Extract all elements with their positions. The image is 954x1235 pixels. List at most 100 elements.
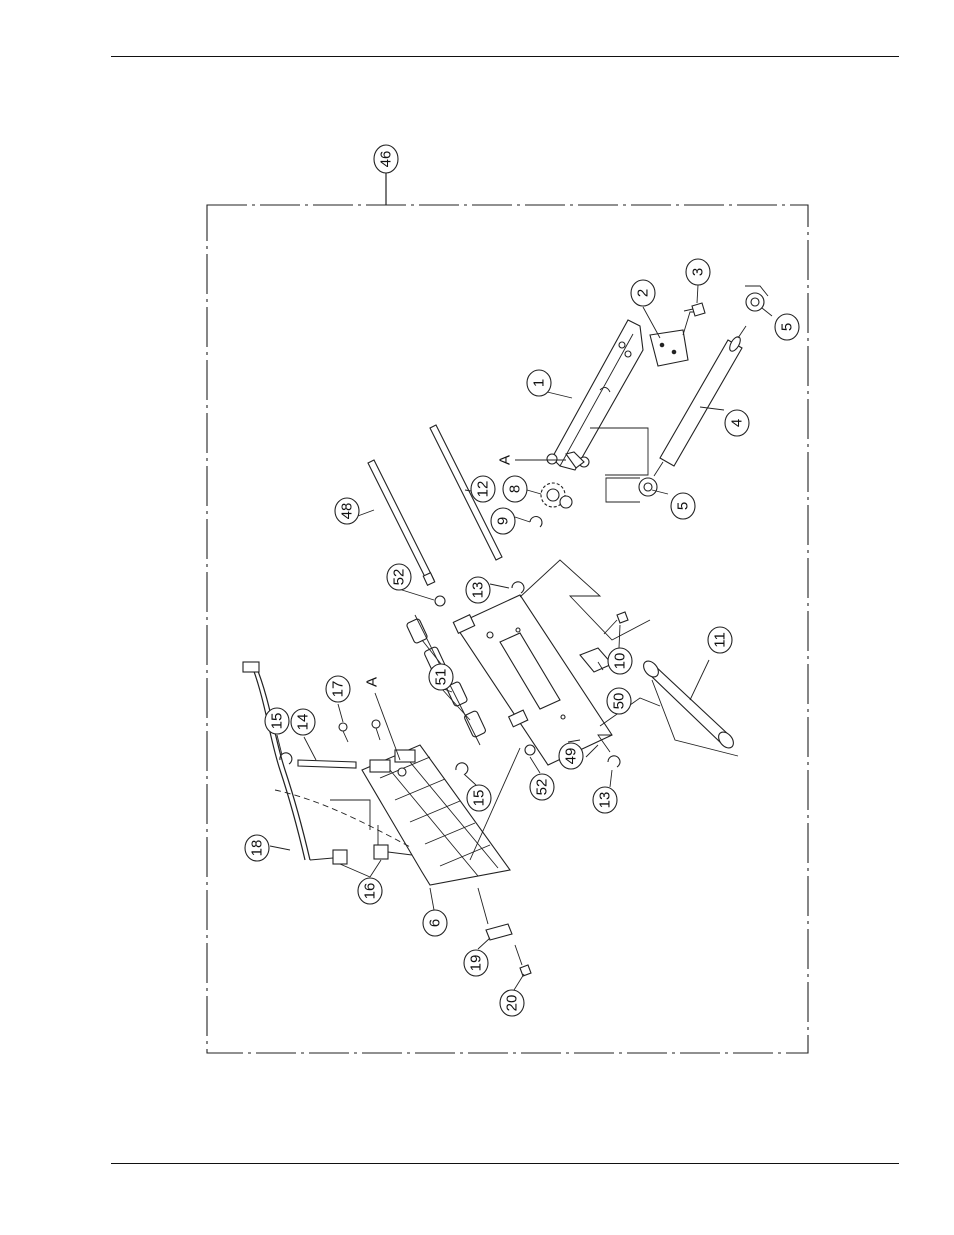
callout-leaders [269,284,773,991]
callout-c5a: 5 [774,313,800,341]
bearing-5b [605,477,658,503]
callout-circle [724,409,750,437]
harness-18 [242,661,413,861]
eclip-13b [607,755,621,768]
section-mark-a2: A [364,677,381,687]
callout-c52a: 52 [386,563,412,591]
callout-label: 52 [391,569,408,586]
callout-label: 9 [495,517,512,525]
callout-c8: 8 [502,475,528,503]
frame-6 [361,744,521,886]
callout-circle [357,877,383,905]
callout-label: 48 [339,503,356,520]
screw-20 [514,944,532,977]
callout-circle [502,475,528,503]
callout-circle [670,492,696,520]
callout-c20: 20 [499,989,525,1017]
callout-label: 12 [475,481,492,498]
callout-label: 20 [504,995,521,1012]
callout-c3: 3 [685,258,711,286]
callout-label: 17 [330,681,347,698]
collar-52b [524,744,536,756]
callout-c14: 14 [290,708,316,736]
callout-circle [465,576,491,604]
callout-c13a: 13 [465,576,491,604]
callout-circle [334,497,360,525]
callout-circle [466,784,492,812]
callout-label: 51 [433,669,450,686]
assembly-boundary [206,204,809,1054]
callout-circle [606,687,632,715]
callout-label: 6 [427,919,444,927]
callout-label: 50 [611,693,628,710]
callout-circle [244,834,270,862]
clip-15b [455,762,469,775]
callout-c52b: 52 [529,773,555,801]
plate-2 [649,311,705,367]
callout-circle [774,313,800,341]
bracket-1 [546,319,649,476]
screws-17 [338,719,381,743]
callout-circle [685,258,711,286]
callout-label: 13 [597,792,614,809]
callout-circle [592,786,618,814]
shaft-12 [429,424,503,561]
callout-c6: 6 [422,909,448,937]
callout-circle [264,707,290,735]
callout-circle [386,563,412,591]
callout-circle [422,909,448,937]
bracket-50 [579,647,613,673]
callout-46-label: 46 [378,151,395,168]
screw-3 [683,302,706,317]
callout-c11: 11 [707,626,733,654]
callout-circle [325,675,351,703]
callout-label: 10 [612,653,629,670]
callout-label: 52 [534,779,551,796]
callout-circle [490,507,516,535]
callout-c49: 49 [558,742,584,770]
footer-rule [111,1163,899,1164]
callout-circle [499,989,525,1017]
section-mark-a1: A [497,455,514,465]
callout-circle [630,279,656,307]
callout-label: 18 [249,840,266,857]
shaft-48 [367,459,436,586]
callout-c15b: 15 [466,784,492,812]
gear-8 [540,482,573,509]
callout-c4: 4 [724,409,750,437]
collar-52a [434,595,446,607]
screw-10 [603,611,629,635]
callout-circle [470,475,496,503]
roller-51 [406,614,486,746]
frame-49 [452,559,661,766]
callout-c12: 12 [470,475,496,503]
callout-label: 16 [362,883,379,900]
bearing-5a [745,285,769,312]
callout-circle [558,742,584,770]
callout-c48: 48 [334,497,360,525]
pin-14 [297,759,357,769]
callout-label: 1 [531,379,548,387]
ring-9 [529,516,543,528]
callout-circle [707,626,733,654]
callout-label: 5 [675,502,692,510]
callout-c5b: 5 [670,492,696,520]
roller-11 [643,660,739,757]
callout-circle [529,773,555,801]
callout-c50: 50 [606,687,632,715]
callout-label: 14 [295,714,312,731]
callout-label: 13 [470,582,487,599]
callout-46: 46 [373,144,399,174]
callout-circle [463,949,489,977]
callout-c15a: 15 [264,707,290,735]
header-rule [111,56,899,57]
callout-c18: 18 [244,834,270,862]
callout-c19: 19 [463,949,489,977]
callout-label: 19 [468,955,485,972]
callout-label: 15 [269,713,286,730]
callout-c16: 16 [357,877,383,905]
callout-c1: 1 [526,369,552,397]
callout-c2: 2 [630,279,656,307]
callout-circle [428,663,454,691]
callout-label: 49 [563,748,580,765]
